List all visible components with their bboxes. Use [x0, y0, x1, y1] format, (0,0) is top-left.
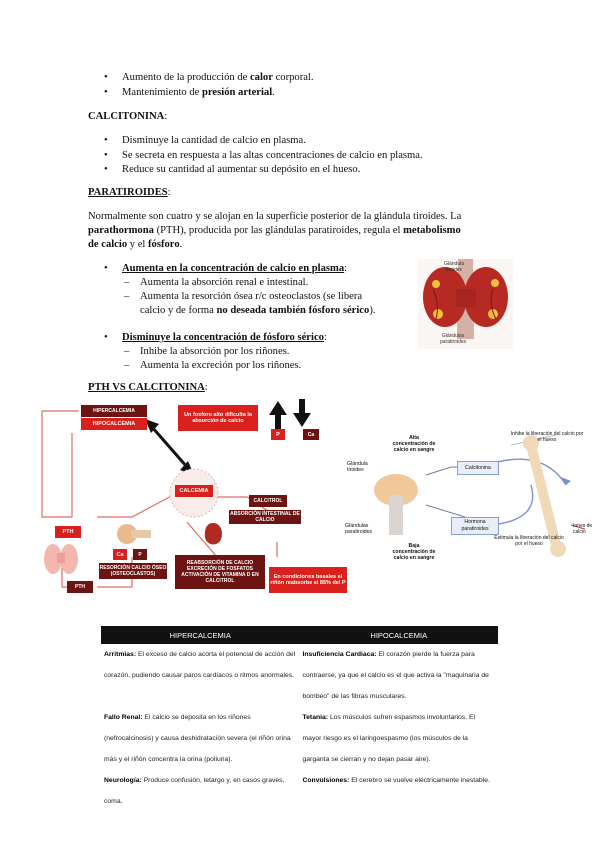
table-row: Neurología: Produce confusión, letargo y…: [101, 770, 498, 812]
diagram2-graphics: [374, 434, 586, 557]
bullet-disminuye-fosforo: Disminuye la concentración de fósforo sé…: [104, 331, 327, 345]
bullet-aumenta-calcio: Aumenta en la concentración de calcio en…: [104, 262, 347, 276]
paratiroides-paragraph-line1: Normalmente son cuatro y se alojan en la…: [88, 211, 462, 222]
table-cell: Neurología: Produce confusión, letargo y…: [104, 777, 285, 805]
table-cell: Convulsiones: El cerebro se vuelve eléct…: [302, 777, 490, 784]
baja-label: Baja concentración de calcio en sangre: [392, 543, 436, 561]
pth-box-2: PTH: [67, 581, 93, 593]
resorcion-box: RESORCIÓN CALCIO ÓSEO (OSTEOCLASTOS): [99, 563, 167, 579]
table-cell: Insuficiencia Cardiaca: El corazón pierd…: [302, 651, 489, 700]
calcitonina-heading: CALCITONINA:: [88, 111, 168, 122]
hipocalcemia-box: HIPOCALCEMIA: [81, 418, 147, 430]
glandula-tiroides-label: Glándula tiroides: [347, 461, 368, 473]
bullet-presion: Mantenimiento de presión arterial.: [104, 86, 275, 100]
paratiroides-paragraph-line2: parathormona (PTH), producida por las gl…: [88, 225, 461, 236]
kidney-icon: [204, 523, 222, 545]
dash-item-continued: calcio y de forma no deseada también fós…: [140, 305, 376, 316]
table-cell: Arritmias: El exceso de calcio acorta el…: [104, 651, 296, 679]
bone-icon: [117, 524, 151, 544]
glandulas-paratiroides-label: Glándulas paratiroides: [345, 523, 373, 535]
paratiroides-heading: PARATIROIDES:: [88, 187, 171, 198]
inhibe-label: Inhibe la liberación del calcio por el h…: [510, 431, 584, 443]
fosforo-box: Un fosforo alto dificulta la absorción d…: [178, 405, 258, 431]
table-header: HIPERCALCEMIA HIPOCALCEMIA: [101, 626, 498, 644]
reabsorcion-box: REABSORCIÓN DE CALCIO EXCRECIÓN DE FOSFA…: [175, 555, 265, 589]
paratiroides-paragraph-line3: de calcio y el fósforo.: [88, 239, 183, 250]
calcitonina-item: Se secreta en respuesta a las altas conc…: [104, 149, 423, 163]
calcemia-box: CALCEMIA: [175, 485, 213, 497]
comparison-table: HIPERCALCEMIA HIPOCALCEMIA Arritmias: El…: [101, 626, 498, 812]
dash-item: Aumenta la resorción ósea r/c osteoclast…: [124, 290, 362, 304]
thyroid-gland-icon: [418, 259, 513, 349]
calcitrol-box: CALCITROL: [249, 495, 287, 507]
hipercalcemia-box: HIPERCALCEMIA: [81, 405, 147, 417]
ca-box: Ca: [303, 429, 319, 440]
calcitonina-node: Calcitonina: [457, 461, 499, 475]
calcitonina-item: Reduce su cantidad al aumentar su depósi…: [104, 163, 360, 177]
calcitonina-item: Disminuye la cantidad de calcio en plasm…: [104, 134, 306, 148]
ca-box-small: Ca: [113, 549, 127, 560]
thyroid-small-icon: [44, 544, 78, 574]
table-cell: Fallo Renal: El calcio se deposita en lo…: [104, 714, 291, 763]
basales-box: En condiciones basales el riñón reabsorb…: [269, 567, 347, 593]
table-cell: Tetania: Los músculos sufren espasmos in…: [302, 714, 476, 763]
dash-item: Inhibe la absorción por los riñones.: [124, 345, 290, 359]
p-box-small: P: [133, 549, 147, 560]
dash-item: Aumenta la absorción renal e intestinal.: [124, 276, 308, 290]
pth-box-1: PTH: [55, 526, 81, 538]
pth-vs-heading: PTH VS CALCITONINA:: [88, 382, 208, 393]
pth-diagram: HIPERCALCEMIA HIPOCALCEMIA Un fosforo al…: [37, 397, 355, 599]
header-hipercalcemia: HIPERCALCEMIA: [169, 630, 231, 640]
table-row: Arritmias: El exceso de calcio acorta el…: [101, 644, 498, 707]
table-row: Fallo Renal: El calcio se deposita en lo…: [101, 707, 498, 770]
alta-label: Alta concentración de calcio en sangre: [392, 435, 436, 453]
p-box: P: [271, 429, 285, 440]
dash-item: Aumenta la excreción por los riñones.: [124, 359, 301, 373]
iones-label: Iones de calcio: [573, 523, 593, 535]
bullet-calor: Aumento de la producción de calor corpor…: [104, 71, 313, 85]
estimula-label: Estimula la liberación del calcio por el…: [494, 535, 564, 547]
calcium-regulation-diagram: Alta concentración de calcio en sangre G…: [341, 425, 599, 583]
hormona-node: Hormona paratiroides: [451, 517, 499, 535]
absorcion-intestinal-box: ABSORCIÓN INTESTINAL DE CALCIO: [229, 510, 301, 524]
header-hipocalcemia: HIPOCALCEMIA: [370, 630, 428, 640]
